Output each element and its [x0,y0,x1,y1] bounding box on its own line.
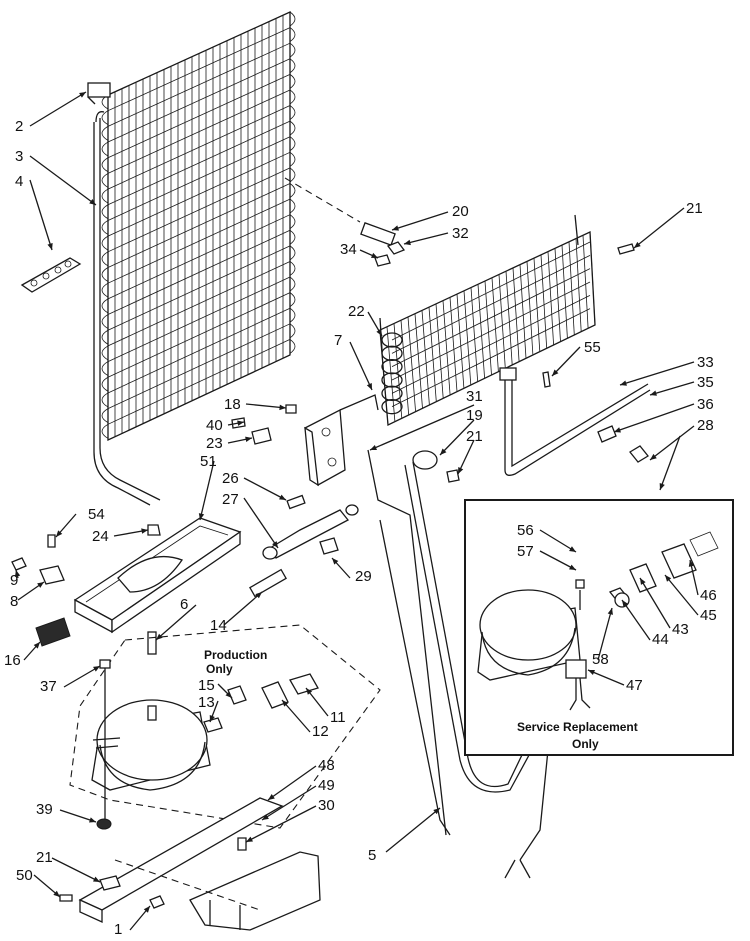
callout-50: 50 [16,867,33,884]
screw-part-54 [47,534,56,548]
drier-parts [360,222,406,267]
callout-8: 8 [10,593,18,610]
grommet-part-19 [412,450,460,483]
callout-16: 16 [4,652,21,669]
callout-6: 6 [180,596,188,613]
callout-30: 30 [318,797,335,814]
condenser-top-fitting [87,82,111,105]
callout-1: 1 [114,921,122,938]
suction-line-part [499,367,651,476]
callout-28: 28 [697,417,714,434]
callout-40: 40 [206,417,223,434]
callout-47: 47 [626,677,643,694]
screw-part-24 [147,524,161,536]
overload-part-16 [35,617,71,647]
service-replacement-inset [464,499,734,756]
callout-37: 37 [40,678,57,695]
callout-4: 4 [15,173,23,190]
callout-20: 20 [452,203,469,220]
leader-lines [14,91,699,931]
callout-26: 26 [222,470,239,487]
callout-12: 12 [312,723,329,740]
production-only-label-line2: Only [206,662,233,676]
callout-55: 55 [584,339,601,356]
callout-11: 11 [330,709,346,726]
compressor-base [59,797,321,931]
filter-drier-parts [249,494,359,598]
callout-5: 5 [368,847,376,864]
callout-39: 39 [36,801,53,818]
callout-57: 57 [517,543,534,560]
callout-56: 56 [517,522,534,539]
callout-23: 23 [206,435,223,452]
callout-24: 24 [92,528,109,545]
callout-21-top: 21 [686,200,703,217]
callout-13: 13 [198,694,215,711]
overload-part-13 [203,717,223,733]
callout-32: 32 [452,225,469,242]
callout-31: 31 [466,388,483,405]
compressor-service [477,579,585,681]
service-replacement-label-line1: Service Replacement [517,720,638,734]
production-only-label-line1: Production [204,648,267,662]
screw-part-21-top [617,243,635,255]
callout-2: 2 [15,118,23,135]
tube-part-6 [147,631,157,655]
screw-part-18 [285,404,297,414]
callout-22: 22 [348,303,365,320]
condenser-coil [93,10,296,506]
callout-48: 48 [318,757,335,774]
callout-9: 9 [10,572,18,589]
callout-34: 34 [340,241,357,258]
grommet-part-39 [96,818,112,830]
callout-33: 33 [697,354,714,371]
grommet-part-9 [11,557,27,571]
drain-pan [73,517,242,634]
callout-43: 43 [672,621,689,638]
evaporator-bracket [304,394,379,487]
production-only-boundary [69,624,381,829]
compressor-production [91,699,211,791]
service-replacement-label-line2: Only [572,737,599,751]
callout-3: 3 [15,148,23,165]
callout-21-mid: 21 [466,428,483,445]
callout-numbers: 2 3 4 20 32 34 21 22 7 55 33 35 36 28 18… [4,118,717,938]
callout-46: 46 [700,587,717,604]
callout-54: 54 [88,506,105,523]
tube-part-55 [542,371,551,388]
callout-14: 14 [210,617,227,634]
relay-part-8 [39,565,65,585]
callout-21-bottom: 21 [36,849,53,866]
callout-45: 45 [700,607,717,624]
callout-15: 15 [198,677,215,694]
callout-27: 27 [222,491,239,508]
bracket-part-12 [261,681,289,709]
callout-58: 58 [592,651,609,668]
callout-49: 49 [318,777,335,794]
callout-44: 44 [652,631,669,648]
cover-part-11 [289,673,319,695]
condenser-clip-part [20,257,82,293]
callout-7: 7 [334,332,342,349]
clip-part-23 [251,427,272,445]
callout-35: 35 [697,374,714,391]
callout-36: 36 [697,396,714,413]
callout-19: 19 [466,407,483,424]
callout-18: 18 [224,396,241,413]
callout-51: 51 [200,453,217,470]
evaporator-coil [379,214,596,426]
relay-part-15 [227,685,247,705]
callout-29: 29 [355,568,372,585]
